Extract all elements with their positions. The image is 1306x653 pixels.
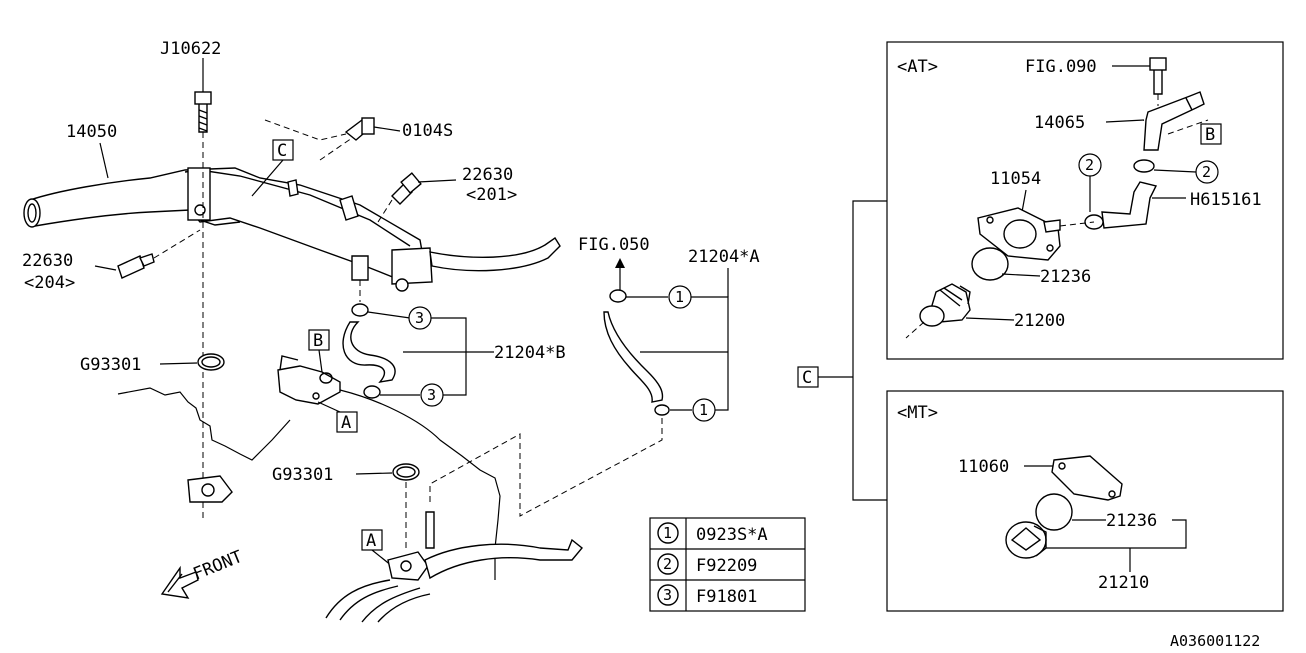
label-0104s: 0104S <box>402 121 453 141</box>
label-21200: 21200 <box>1014 311 1065 331</box>
clamp-2-upper <box>1133 159 1155 173</box>
label-11054: 11054 <box>990 169 1041 189</box>
legend-num-1: 1 <box>663 524 672 542</box>
label-21204a: 21204*A <box>688 247 760 267</box>
lower-flange-hoses <box>325 511 583 623</box>
label-g93301-lower: G93301 <box>272 465 333 485</box>
label-21236-mt: 21236 <box>1106 511 1157 531</box>
ref-box-b-at <box>1200 123 1222 145</box>
front-arrow-icon <box>160 565 199 599</box>
sensor-22630-204 <box>117 253 155 279</box>
svg-text:2: 2 <box>1202 163 1211 181</box>
ref-a-main-1: A <box>341 413 351 433</box>
pipe-14065 <box>1143 91 1205 151</box>
label-g93301-upper: G93301 <box>80 355 141 375</box>
legend-part-3: F91801 <box>696 587 757 607</box>
label-14065: 14065 <box>1034 113 1085 133</box>
gasket-21236-at <box>971 247 1009 281</box>
diagram-id: A036001122 <box>1170 632 1260 650</box>
label-21236-at: 21236 <box>1040 267 1091 287</box>
cover-11060 <box>1051 455 1123 501</box>
flange-base <box>187 475 233 503</box>
label-fig090: FIG.090 <box>1025 57 1097 77</box>
bolt-0104s <box>344 117 375 141</box>
housing-11054 <box>977 207 1061 261</box>
at-title: <AT> <box>897 57 938 77</box>
legend-part-2: F92209 <box>696 556 757 576</box>
label-22630-201: 22630 <box>462 165 513 185</box>
hose-21204a <box>603 289 670 416</box>
label-22630-204-sub: <204> <box>24 273 75 293</box>
callout-2-right <box>1195 160 1219 184</box>
label-j10622: J10622 <box>160 39 221 59</box>
mt-variant-box <box>886 390 1284 612</box>
label-h615161: H615161 <box>1190 190 1262 210</box>
legend-num-3: 3 <box>663 586 672 604</box>
legend-part-1: 0923S*A <box>696 525 768 545</box>
ref-b-main: B <box>313 331 323 351</box>
ref-a-main-2: A <box>366 531 376 551</box>
sensor-22630-201 <box>391 172 422 205</box>
label-front: FRONT <box>190 547 245 585</box>
ref-c-side: C <box>802 368 812 388</box>
legend-num-2: 2 <box>663 555 672 573</box>
ref-c-main: C <box>277 141 287 161</box>
label-21210: 21210 <box>1098 573 1149 593</box>
label-21204b: 21204*B <box>494 343 566 363</box>
gasket-21236-mt <box>1035 493 1073 531</box>
label-14050: 14050 <box>66 122 117 142</box>
label-22630-201-sub: <201> <box>466 185 517 205</box>
thermostat-21210 <box>1005 521 1047 559</box>
svg-text:1: 1 <box>675 288 684 306</box>
water-pipe-14050 <box>23 167 561 292</box>
bolt-j10622 <box>194 58 212 133</box>
svg-text:2: 2 <box>1085 156 1094 174</box>
svg-text:3: 3 <box>415 309 424 327</box>
ref-box-a-main-1 <box>336 411 358 433</box>
bracket-b <box>277 355 341 405</box>
label-22630-204: 22630 <box>22 251 73 271</box>
hose-21204b <box>342 303 396 399</box>
hose-h615161 <box>1101 181 1158 229</box>
thermostat-21200 <box>919 283 971 327</box>
legend-table <box>649 517 806 612</box>
mt-title: <MT> <box>897 403 938 423</box>
label-11060: 11060 <box>958 457 1009 477</box>
ref-b-at: B <box>1205 125 1215 145</box>
svg-text:3: 3 <box>427 386 436 404</box>
svg-text:1: 1 <box>699 401 708 419</box>
label-fig050: FIG.050 <box>578 235 650 255</box>
